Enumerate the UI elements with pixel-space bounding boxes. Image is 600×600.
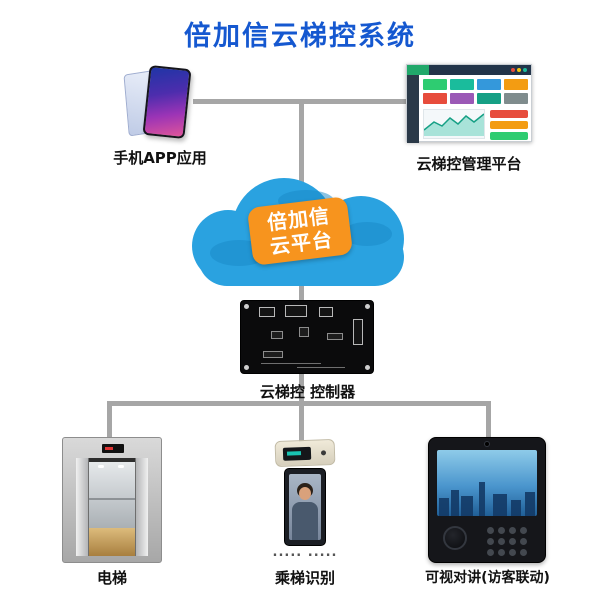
intercom-keypad [487, 527, 531, 556]
keypad-key [520, 549, 527, 556]
platform-label: 云梯控管理平台 [416, 155, 522, 173]
person-torso [292, 502, 318, 540]
stat-tile [477, 93, 501, 104]
recognition-terminal [284, 468, 326, 546]
elevator-door-right [135, 458, 148, 556]
dashboard-chart [423, 109, 485, 139]
board-screw [365, 365, 370, 370]
page-title: 倍加信云梯控系统 [184, 21, 416, 52]
keypad-key [509, 538, 516, 545]
elevator-handrail [88, 498, 136, 500]
board-screw [244, 304, 249, 309]
keypad-key [509, 549, 516, 556]
connector-drop-intercom [486, 401, 491, 441]
dashboard-stat-tiles [423, 79, 529, 104]
elevator-floor-display [102, 444, 124, 453]
dashboard-dot-yellow [517, 68, 521, 72]
skyline-building [525, 492, 535, 516]
board-trace [297, 367, 345, 368]
dashboard-pill [490, 110, 528, 118]
node-ride-recognition [272, 438, 338, 546]
stat-tile [450, 79, 474, 90]
dashboard-dot-teal [523, 68, 527, 72]
skyline-building [511, 500, 521, 516]
intercom-screen [437, 450, 537, 516]
keypad-key [487, 538, 494, 545]
reader-screen-text [286, 451, 302, 456]
intercom-camera-icon [484, 441, 490, 447]
skyline-building [461, 496, 473, 516]
stat-tile [504, 93, 528, 104]
node-management-platform [406, 64, 532, 143]
dashboard-sidebar [407, 75, 419, 143]
elevator-ceiling-light [98, 465, 104, 468]
board-chip [263, 351, 283, 358]
keypad-key [520, 538, 527, 545]
keypad-key [487, 549, 494, 556]
recognition-reader-unit [274, 438, 336, 468]
connector-top-horizontal [193, 99, 415, 104]
recognition-label: 乘梯识别 [274, 569, 335, 587]
node-cloud-platform: 倍加信 云平台 [192, 176, 408, 288]
node-phone-app [110, 64, 202, 146]
board-chip [327, 333, 343, 340]
board-connector [319, 307, 333, 317]
recognition-screen [289, 474, 321, 540]
elevator-door-left [76, 458, 89, 556]
node-video-intercom [428, 437, 546, 563]
connector-controller-to-branch [299, 372, 304, 405]
foldable-phone-image [142, 64, 192, 140]
elevator-label: 电梯 [96, 569, 127, 587]
board-chip [271, 331, 283, 339]
skyline-building [493, 494, 507, 516]
phone-label: 手机APP应用 [113, 149, 207, 167]
board-connector [285, 305, 307, 317]
skyline-building [439, 498, 449, 516]
skyline-tower [479, 482, 485, 516]
stat-tile [423, 79, 447, 90]
dashboard-buttons [490, 110, 528, 140]
board-trace [261, 363, 321, 364]
dashboard-pill [490, 132, 528, 140]
dashboard-pill [490, 121, 528, 129]
board-screw [244, 365, 249, 370]
node-controller-board [240, 300, 374, 374]
reader-sensor-icon [320, 450, 327, 456]
skyline-building [451, 490, 459, 516]
dashboard-dot-red [511, 68, 515, 72]
elevator-opening [76, 458, 148, 556]
connector-drop-elevator [107, 401, 112, 441]
elevator-ceiling-light [118, 465, 124, 468]
connector-drop-recognition [299, 401, 304, 443]
board-screw [365, 304, 370, 309]
stat-tile [504, 79, 528, 90]
stat-tile [423, 93, 447, 104]
node-elevator [62, 437, 162, 563]
keypad-key [509, 527, 516, 534]
stat-tile [477, 79, 501, 90]
keypad-key [498, 527, 505, 534]
recognition-dots: ..... ..... [272, 545, 338, 560]
dashboard-topbar [407, 65, 531, 75]
keypad-key [487, 527, 494, 534]
keypad-key [498, 538, 505, 545]
stat-tile [450, 93, 474, 104]
board-connector [353, 319, 363, 345]
intercom-speaker-icon [443, 526, 467, 550]
keypad-key [498, 549, 505, 556]
reader-screen [282, 446, 312, 461]
connector-top-vertical [299, 99, 304, 201]
dashboard-logo [407, 65, 429, 75]
board-chip [299, 327, 309, 337]
cloud-badge: 倍加信 云平台 [246, 196, 354, 266]
keypad-key [520, 527, 527, 534]
person-face [299, 487, 311, 500]
board-connector [259, 307, 275, 317]
elevator-display-digit [105, 447, 113, 450]
elevator-back-wall [88, 462, 136, 528]
controller-label: 云梯控 控制器 [259, 383, 356, 401]
intercom-label: 可视对讲(访客联动) [425, 570, 550, 586]
